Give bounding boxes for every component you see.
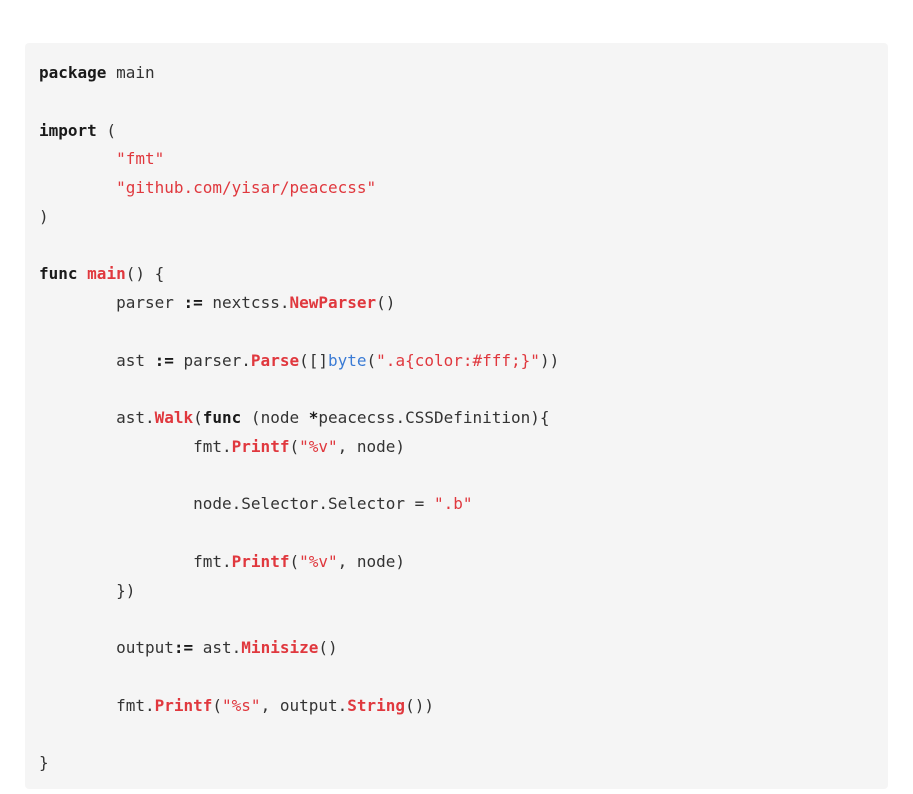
code-line: output:= ast.Minisize() <box>39 634 888 663</box>
code-token-plain: output <box>39 638 174 657</box>
code-token-kw: := <box>154 350 174 370</box>
code-line: fmt.Printf("%s", output.String()) <box>39 692 888 721</box>
code-token-plain: () <box>318 638 338 657</box>
code-token-kw: import <box>39 120 97 140</box>
code-token-kw: func <box>39 264 78 284</box>
code-line: import ( <box>39 117 888 146</box>
code-token-plain: } <box>39 753 49 772</box>
code-lines: package main import ( "fmt" "github.com/… <box>39 59 888 778</box>
code-line <box>39 462 888 491</box>
code-line: ast := parser.Parse([]byte(".a{color:#ff… <box>39 347 888 376</box>
code-token-plain: fmt. <box>39 551 232 571</box>
code-token-plain: fmt. <box>39 436 232 456</box>
code-line: "fmt" <box>39 145 888 174</box>
code-line: node.Selector.Selector = ".b" <box>39 490 888 519</box>
code-line <box>39 663 888 692</box>
code-token-plain <box>39 178 116 197</box>
code-line: "github.com/yisar/peacecss" <box>39 174 888 203</box>
code-line <box>39 605 888 634</box>
code-token-plain: , node) <box>337 551 406 571</box>
code-token-plain: () <box>376 293 396 312</box>
code-token-kw: * <box>308 408 319 427</box>
code-token-kw: := <box>183 293 203 312</box>
code-token-plain: ([] <box>299 350 328 370</box>
code-token-plain: nextcss. <box>202 293 290 312</box>
code-token-kw: package <box>39 63 107 82</box>
code-token-plain: ()) <box>405 695 434 715</box>
code-token-plain: ast <box>39 350 155 370</box>
code-token-plain: parser <box>39 293 184 312</box>
code-token-plain: ) <box>39 206 49 226</box>
code-token-plain: ast. <box>193 638 242 657</box>
code-block: package main import ( "fmt" "github.com/… <box>25 43 888 789</box>
code-line <box>39 519 888 548</box>
code-token-plain: ( <box>96 120 117 140</box>
code-token-str: "%v" <box>299 551 338 571</box>
code-line: parser := nextcss.NewParser() <box>39 289 888 318</box>
code-token-type: byte <box>328 350 367 370</box>
code-line: } <box>39 749 888 778</box>
code-token-plain: fmt. <box>39 695 155 715</box>
code-token-plain: ( <box>366 350 377 370</box>
code-token-plain: ( <box>212 695 223 715</box>
code-token-str: ".b" <box>433 494 473 514</box>
code-token-kw: func <box>202 408 242 427</box>
code-token-plain: }) <box>39 580 136 600</box>
code-line: package main <box>39 59 888 88</box>
code-token-fn: String <box>347 695 406 715</box>
code-token-plain: ( <box>289 551 300 571</box>
code-token-fn: Printf <box>231 436 290 456</box>
code-line <box>39 232 888 261</box>
code-token-str: ".a{color:#fff;}" <box>376 350 540 370</box>
code-line: ) <box>39 203 888 232</box>
code-token-plain: peacecss.CSSDefinition){ <box>318 408 550 427</box>
code-line <box>39 88 888 117</box>
code-token-fn: Minisize <box>241 638 319 657</box>
code-token-fn: NewParser <box>289 293 377 312</box>
code-token-plain: parser. <box>173 350 251 370</box>
code-token-fn: Parse <box>250 350 300 370</box>
code-token-plain: ( <box>289 436 300 456</box>
code-token-plain <box>39 149 116 168</box>
code-line <box>39 720 888 749</box>
code-token-plain <box>78 264 88 283</box>
code-token-fn: Printf <box>154 695 213 715</box>
code-token-fn: Walk <box>154 408 194 427</box>
code-token-str: "%v" <box>299 436 338 456</box>
code-token-plain: )) <box>539 350 560 370</box>
code-token-str: "github.com/yisar/peacecss" <box>116 178 377 197</box>
code-line <box>39 318 888 347</box>
code-line: fmt.Printf("%v", node) <box>39 548 888 577</box>
code-line: func main() { <box>39 260 888 289</box>
code-token-str: "fmt" <box>116 149 165 169</box>
code-line <box>39 375 888 404</box>
code-line: fmt.Printf("%v", node) <box>39 433 888 462</box>
code-token-plain: () { <box>125 264 165 284</box>
code-token-plain: node.Selector.Selector = <box>39 494 434 514</box>
code-token-plain: , output. <box>260 695 348 715</box>
code-token-plain: ast. <box>39 408 155 427</box>
code-token-kw: := <box>173 638 194 657</box>
code-token-plain: , node) <box>337 436 406 456</box>
code-token-fn: main <box>87 264 126 284</box>
code-token-plain: main <box>106 63 155 82</box>
code-token-fn: Printf <box>231 551 290 571</box>
code-token-str: "%s" <box>222 695 261 715</box>
code-token-plain: (node <box>241 408 309 427</box>
code-line: ast.Walk(func (node *peacecss.CSSDefinit… <box>39 404 888 433</box>
code-line: }) <box>39 577 888 606</box>
code-token-plain: ( <box>193 408 203 427</box>
